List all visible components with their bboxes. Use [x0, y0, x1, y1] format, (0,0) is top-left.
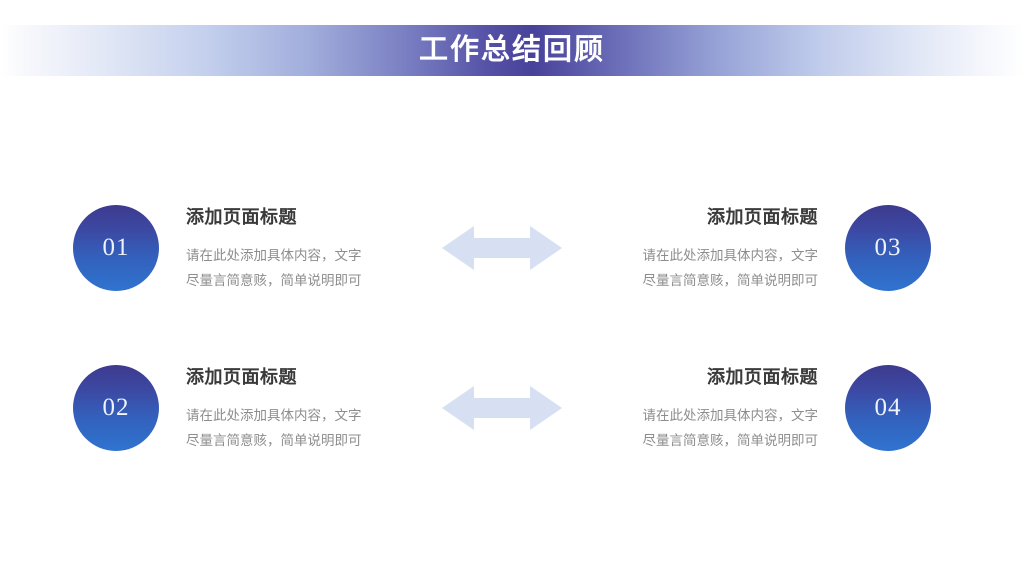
text-block-02: 添加页面标题 请在此处添加具体内容，文字 尽量言简意赅，简单说明即可 — [186, 363, 416, 453]
badge-number: 01 — [102, 234, 130, 261]
badge-circle-02[interactable]: 02 — [73, 365, 159, 451]
content-row-1: 01 添加页面标题 请在此处添加具体内容，文字 尽量言简意赅，简单说明即可 添加… — [0, 188, 1024, 308]
text-block-01: 添加页面标题 请在此处添加具体内容，文字 尽量言简意赅，简单说明即可 — [186, 203, 416, 293]
badge-circle-01[interactable]: 01 — [73, 205, 159, 291]
block-description-line: 请在此处添加具体内容，文字 — [642, 248, 819, 263]
badge-number: 02 — [102, 394, 130, 421]
block-title: 添加页面标题 — [707, 367, 818, 387]
badge-circle-03[interactable]: 03 — [845, 205, 931, 291]
badge-number: 03 — [874, 234, 902, 261]
text-block-04: 添加页面标题 请在此处添加具体内容，文字 尽量言简意赅，简单说明即可 — [588, 363, 819, 453]
page-title: 工作总结回顾 — [418, 34, 605, 66]
header-banner — [0, 25, 1024, 76]
block-description-line: 尽量言简意赅，简单说明即可 — [642, 273, 819, 288]
badge-circle-04[interactable]: 04 — [845, 365, 931, 451]
badge-number: 04 — [874, 394, 902, 421]
block-description: 请在此处添加具体内容，文字 尽量言简意赅，简单说明即可 — [186, 243, 416, 293]
block-title: 添加页面标题 — [186, 367, 297, 387]
block-description: 请在此处添加具体内容，文字 尽量言简意赅，简单说明即可 — [588, 403, 819, 453]
block-title: 添加页面标题 — [186, 207, 297, 227]
block-title: 添加页面标题 — [707, 207, 818, 227]
arrow-container-2 — [442, 382, 562, 434]
block-description-line: 尽量言简意赅，简单说明即可 — [642, 433, 819, 448]
block-description-line: 请在此处添加具体内容，文字 — [186, 408, 362, 423]
block-description-line: 尽量言简意赅，简单说明即可 — [186, 433, 362, 448]
double-arrow-icon — [442, 386, 562, 430]
arrow-container-1 — [442, 222, 562, 274]
block-description: 请在此处添加具体内容，文字 尽量言简意赅，简单说明即可 — [588, 243, 819, 293]
block-description-line: 请在此处添加具体内容，文字 — [642, 408, 819, 423]
block-description: 请在此处添加具体内容，文字 尽量言简意赅，简单说明即可 — [186, 403, 416, 453]
block-description-line: 尽量言简意赅，简单说明即可 — [186, 273, 362, 288]
text-block-03: 添加页面标题 请在此处添加具体内容，文字 尽量言简意赅，简单说明即可 — [588, 203, 819, 293]
block-description-line: 请在此处添加具体内容，文字 — [186, 248, 362, 263]
content-row-2: 02 添加页面标题 请在此处添加具体内容，文字 尽量言简意赅，简单说明即可 添加… — [0, 348, 1024, 468]
double-arrow-icon — [442, 226, 562, 270]
